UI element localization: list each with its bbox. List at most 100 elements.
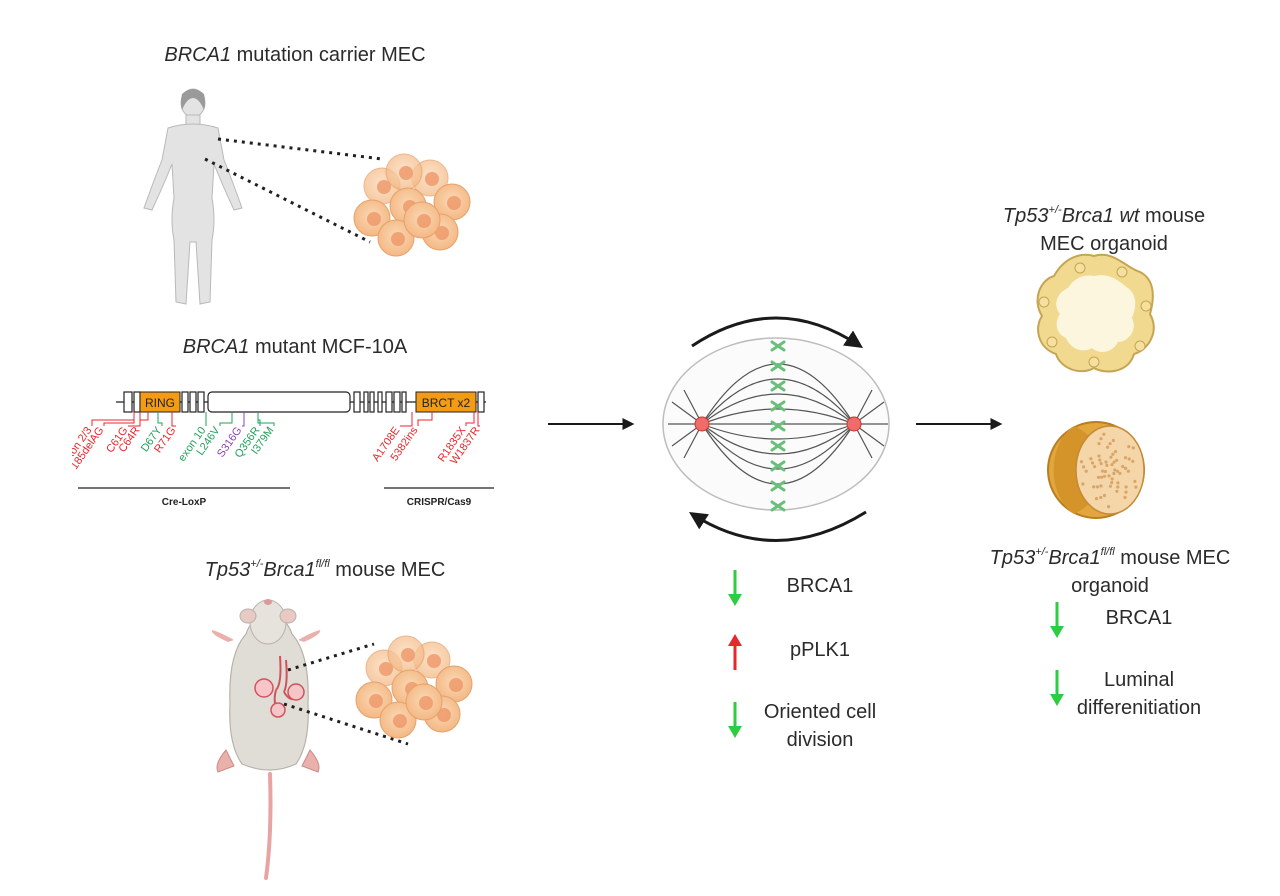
mutation-tick [139,412,149,426]
cre-loxp-label: Cre-LoxP [162,497,207,508]
chromosome [770,500,786,512]
chromosome [770,440,786,452]
chromosome [770,460,786,472]
mutation-tick [242,412,245,427]
organoid-dot [1118,471,1122,475]
mutation-tick [219,412,233,426]
organoid-dot [1116,481,1120,485]
organoid-dot [1092,485,1096,489]
arrow-to-spindle [548,418,635,430]
chromosome [770,400,786,412]
cell [355,681,393,719]
organoid-dot [1123,456,1128,460]
spindle-fiber [701,378,855,425]
organoid-dot [1115,489,1119,493]
indicator-text: BRCA1 [786,575,854,597]
cell [377,219,415,257]
organoid-dot [1102,432,1106,436]
organoid-dot [1082,465,1086,469]
organoid-dot [1115,469,1120,473]
indicator-text: BRCA1 [1105,607,1173,629]
mouse-illustration [211,599,409,880]
organoid-dot [1109,455,1113,459]
organoid-dot [1131,459,1135,463]
down-arrow-icon [1050,670,1064,706]
organoid-dot [1124,485,1128,489]
cell [435,665,473,703]
organoid-dot [1112,460,1116,464]
chromosome [770,380,786,392]
mouse-title: Tp53+/-Brca1fl/fl mouse MEC [204,558,446,581]
organoid-dot [1108,442,1112,446]
organoid-dot [1112,471,1116,476]
centrosome-right [846,416,862,432]
mutation-tick [477,412,480,427]
organoid-dot [1126,469,1130,473]
organoid-dot [1105,463,1109,467]
spindle-fiber [701,393,855,425]
mitotic-spindle-diagram [662,316,890,542]
crispr-cas9-label: CRISPR/Cas9 [407,497,472,508]
mcf-title: BRCA1 mutant MCF-10A [182,336,408,358]
organoid-dot [1079,460,1084,464]
spindle-fiber [701,423,855,470]
organoid-dot [1113,450,1118,454]
organoid-dot [1110,477,1114,481]
organoid-fl-title: Tp53+/-Brca1fl/fl mouse MEC organoid [989,546,1231,597]
organoid-dot [1131,446,1135,450]
organoid-dot [1111,452,1115,456]
brca1-gene-map: RING BRCT x2 exon 2/3185delAGC61GC64RD67… [72,391,494,508]
cell [405,683,443,721]
mutation-tick [157,412,163,426]
organoid-dot [1111,438,1115,443]
human-figure-illustration [143,88,383,305]
mutation-tick [400,412,413,427]
brct-domain [415,391,477,413]
organoid-dot [1093,465,1097,469]
ring-domain [139,391,181,413]
organoid-dot [1097,454,1101,458]
chromosome [770,340,786,352]
mutation-tick [91,412,135,426]
ring-domain-label: RING [145,396,175,410]
organoid-dot [1124,466,1128,470]
organoid-dot [1099,495,1103,500]
organoid-dot [1113,468,1117,472]
spindle-fiber [701,363,855,425]
cell [385,153,423,191]
organoid-dot [1099,437,1103,441]
organoid-dot [1115,458,1119,462]
up-arrow-icon [728,634,742,670]
spindle-fiber [701,408,855,425]
mutation-tick [171,412,176,427]
organoid-dot [1124,490,1128,494]
organoid-dot [1089,457,1093,461]
organoid-dot [1094,497,1099,501]
human-title: BRCA1 mutation carrier MEC [164,44,426,66]
down-arrow-icon [728,570,742,606]
organoid-fl [1047,421,1145,519]
cell [353,199,391,237]
organoid-dot [1102,474,1107,478]
organoid-dot [1108,484,1112,488]
mutation-tick [103,412,135,426]
mouse-cell-cluster [355,635,473,739]
mutation-tick [257,412,275,426]
spindle-fiber [701,423,855,440]
chromosome [770,420,786,432]
organoid-dot [1104,460,1108,464]
organoid-dot [1134,485,1138,489]
organoid-dot [1099,462,1103,466]
organoid-dot [1116,485,1120,489]
organoid-wt-title: Tp53+/-Brca1 wt mouse MEC organoid [1002,204,1206,255]
organoid-wt [1036,253,1155,373]
spindle-fiber [701,423,855,455]
organoid-dot [1127,457,1131,461]
organoid-dot [1099,484,1103,488]
mutation-tick [465,412,475,426]
organoid-dot [1096,475,1101,479]
organoid-dot [1107,474,1111,478]
chromosome [770,360,786,372]
mutation-tick [417,412,433,426]
